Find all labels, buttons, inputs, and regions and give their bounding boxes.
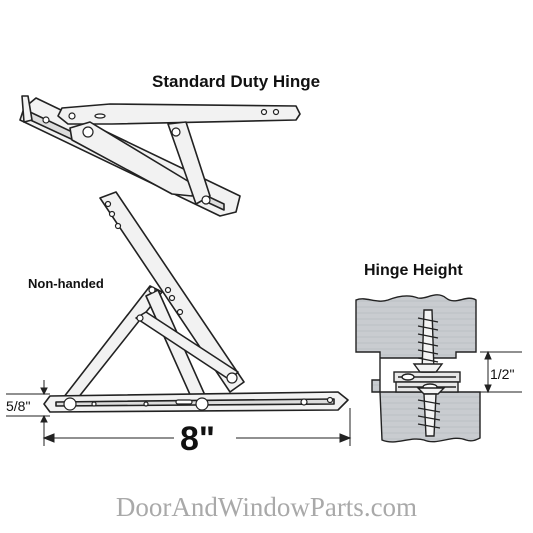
non-handed-hinge-illustration: [43, 191, 349, 413]
length-dimension: [42, 408, 352, 446]
five-eighths-dimension-label: 5/8": [6, 398, 31, 414]
hinge-height-label: Hinge Height: [364, 262, 463, 279]
half-inch-dimension-label: 1/2": [490, 366, 515, 382]
watermark: DoorAndWindowParts.com: [115, 492, 418, 522]
standard-duty-hinge-illustration: [19, 95, 301, 217]
non-handed-label: Non-handed: [28, 276, 104, 291]
hinge-height-section: [355, 294, 522, 443]
five-eighths-dimension: [6, 380, 50, 428]
length-dimension-label: 8": [180, 420, 216, 458]
standard-duty-hinge-label: Standard Duty Hinge: [152, 72, 321, 91]
